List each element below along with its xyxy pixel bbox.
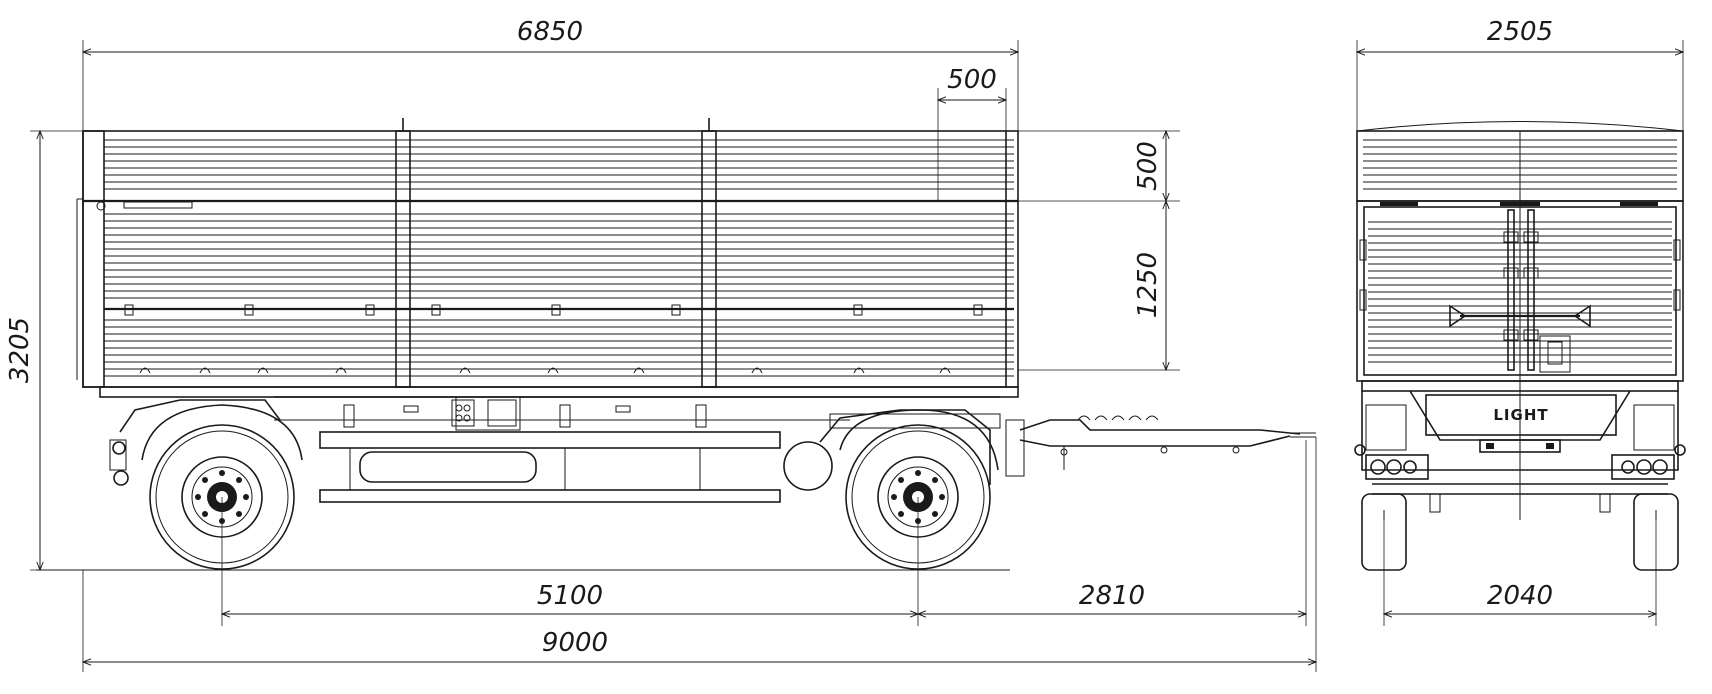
air-tank <box>359 451 537 483</box>
dim-track-width-label: 2040 <box>1487 581 1553 611</box>
dim-side-height-label: 1250 <box>1133 252 1163 318</box>
side-frame-lower <box>319 489 781 503</box>
stake <box>701 130 717 388</box>
side-panel <box>82 200 1019 388</box>
dim-overall-width-label: 2505 <box>1487 17 1553 47</box>
spare-drum <box>783 441 833 491</box>
dim-wheelbase-label: 5100 <box>537 581 603 611</box>
rear-lights <box>109 439 129 486</box>
rear-light-right <box>1611 444 1686 480</box>
dim-overall-height-label: 3205 <box>5 317 35 383</box>
stake <box>395 130 411 388</box>
rear-view: LIGHT <box>1354 17 1686 626</box>
chassis <box>99 386 1025 503</box>
dim-drawbar-length-label: 2810 <box>1079 581 1145 611</box>
dim-body-length-label: 6850 <box>517 17 583 47</box>
rear-logo-panel <box>1425 394 1617 436</box>
side-extension <box>82 130 1019 202</box>
dim-extension-height-label: 500 <box>1133 141 1163 191</box>
dim-overall-length-label: 9000 <box>542 628 608 658</box>
brand-logo: LIGHT <box>1493 406 1548 424</box>
dim-tailgate-panel-label: 500 <box>947 65 997 95</box>
side-frame-upper <box>319 431 781 449</box>
rear-light-left <box>1354 444 1429 480</box>
rear-wheel <box>839 409 999 570</box>
side-view: 6850 500 500 1250 3205 5100 2810 9000 <box>5 17 1318 672</box>
cargo-body <box>76 118 1019 388</box>
drawbar <box>1019 415 1316 470</box>
